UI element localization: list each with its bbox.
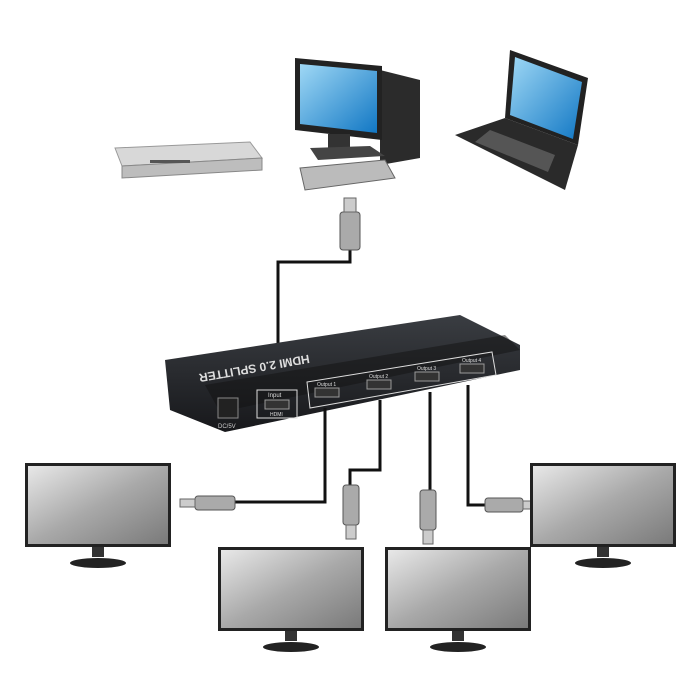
output-port-1: [314, 387, 340, 398]
input-hdmi-label: HDMI: [270, 412, 283, 418]
desktop-computer-icon: [295, 58, 420, 191]
monitor-1-icon: [25, 463, 171, 568]
output-label-4: Output 4: [462, 358, 481, 364]
output-cables: [235, 385, 485, 507]
output-label-3: Output 3: [417, 366, 436, 372]
hdmi-splitter-device: HDMI 2.0 SPLITTER DC/5V Input HDMI Outpu…: [165, 315, 520, 432]
input-cable: [276, 197, 361, 395]
laptop-icon: [455, 50, 588, 190]
output-label-2: Output 2: [369, 374, 388, 380]
input-label: Input: [268, 393, 282, 399]
output-port-2: [366, 379, 392, 390]
hdmi-connectors: [179, 484, 538, 545]
output-port-4: [459, 363, 485, 374]
monitor-3-icon: [385, 547, 531, 652]
output-label-1: Output 1: [317, 382, 336, 388]
output-port-3: [414, 371, 440, 382]
power-label: DC/5V: [218, 424, 236, 430]
monitor-4-icon: [530, 463, 676, 568]
monitor-2-icon: [218, 547, 364, 652]
dvd-player-icon: [114, 141, 263, 179]
